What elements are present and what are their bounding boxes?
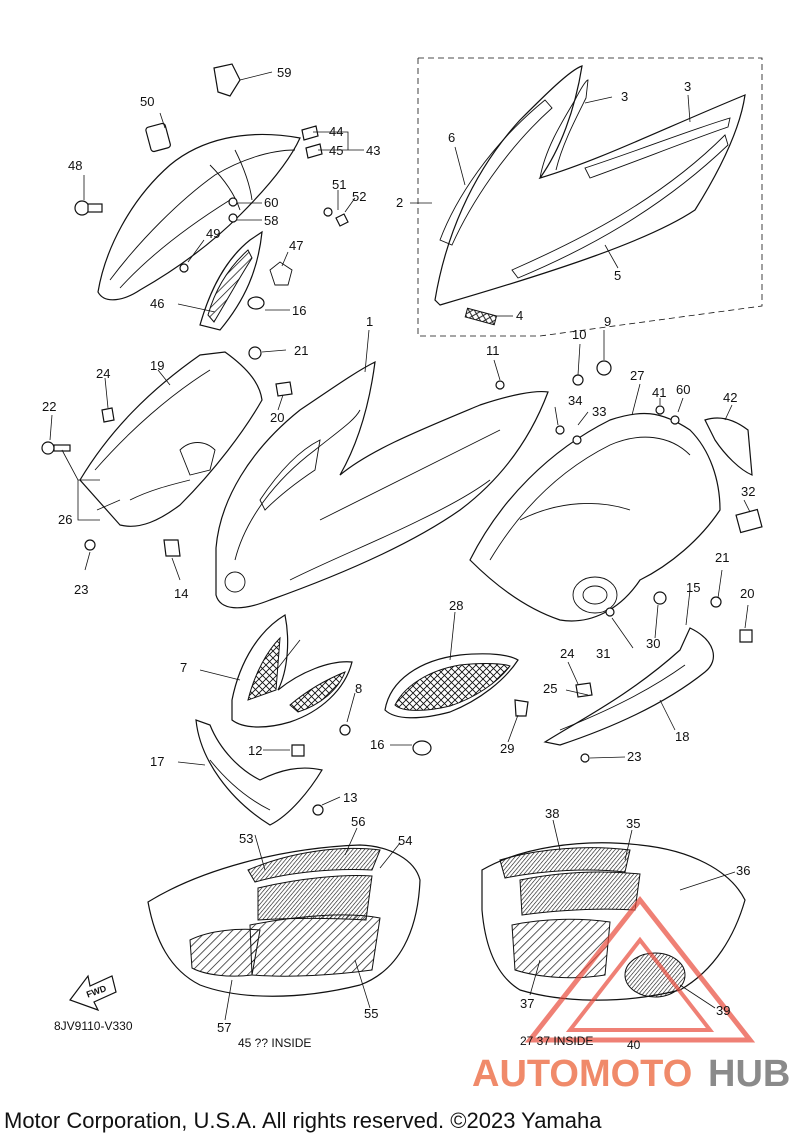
callout-20b: 20: [740, 586, 754, 601]
callout-13: 13: [343, 790, 357, 805]
callout-37: 37: [520, 996, 534, 1011]
callout-6: 6: [448, 130, 455, 145]
decal-panel-left: [147, 844, 421, 997]
watermark-hub: HUB: [708, 1053, 790, 1095]
callout-16b: 16: [370, 737, 384, 752]
callout-21b: 21: [715, 550, 729, 565]
main-body-cover: [215, 360, 549, 609]
rear-body-cover: [469, 360, 763, 622]
callout-60b: 60: [676, 382, 690, 397]
callout-35: 35: [626, 816, 640, 831]
callout-29: 29: [500, 741, 514, 756]
callout-19: 19: [150, 358, 164, 373]
callout-34: 34: [568, 393, 582, 408]
callout-26: 26: [58, 512, 72, 527]
callout-7: 7: [180, 660, 187, 675]
diagram-code: 8JV9110-V330: [54, 1019, 133, 1033]
inside-note-right-40: 40: [627, 1038, 641, 1052]
footer-copyright: Motor Corporation, U.S.A. All rights res…: [4, 1108, 602, 1133]
callout-45: 45: [329, 143, 343, 158]
callout-46: 46: [150, 296, 164, 311]
footer-strip: [0, 1108, 800, 1138]
watermark-auto: AUTOMOTO: [472, 1053, 692, 1095]
side-cover-left: [41, 346, 293, 557]
callout-16a: 16: [292, 303, 306, 318]
callout-14: 14: [174, 586, 188, 601]
callout-10: 10: [572, 327, 586, 342]
callout-17: 17: [150, 754, 164, 769]
callout-20a: 20: [270, 410, 284, 425]
callout-24a: 24: [96, 366, 110, 381]
watermark-logo: AUTOMOTO HUB: [472, 895, 790, 1095]
callout-59: 59: [277, 65, 291, 80]
callout-55: 55: [364, 1006, 378, 1021]
callout-36: 36: [736, 863, 750, 878]
callout-21a: 21: [294, 343, 308, 358]
callout-24b: 24: [560, 646, 574, 661]
callout-2: 2: [396, 195, 403, 210]
callout-56: 56: [351, 814, 365, 829]
callout-60a: 60: [264, 195, 278, 210]
front-cowl-assembly: [74, 63, 349, 331]
fwd-arrow-icon: FWD: [69, 974, 117, 1012]
callout-31: 31: [596, 646, 610, 661]
callout-4: 4: [516, 308, 523, 323]
callout-28: 28: [449, 598, 463, 613]
callout-12: 12: [248, 743, 262, 758]
callout-54: 54: [398, 833, 412, 848]
callout-1: 1: [366, 314, 373, 329]
callout-32: 32: [741, 484, 755, 499]
callout-27: 27: [630, 368, 644, 383]
callout-3a: 3: [621, 89, 628, 104]
lower-parts: [195, 596, 753, 826]
callout-11: 11: [486, 343, 500, 358]
callout-49: 49: [206, 226, 220, 241]
inside-note-left: 45 ?? INSIDE: [238, 1036, 311, 1050]
callout-57: 57: [217, 1020, 231, 1035]
callout-42: 42: [723, 390, 737, 405]
callout-9: 9: [604, 314, 611, 329]
callout-44: 44: [329, 124, 343, 139]
inside-note-right: 27 37 INSIDE: [520, 1034, 593, 1048]
callout-30: 30: [646, 636, 660, 651]
callout-18: 18: [675, 729, 689, 744]
callout-51: 51: [332, 177, 346, 192]
callout-33: 33: [592, 404, 606, 419]
callout-5: 5: [614, 268, 621, 283]
callout-48: 48: [68, 158, 82, 173]
callout-labels: 59 50 48 44 45 43 51 52 60 58 49 47 46 1…: [42, 65, 755, 1035]
callout-41: 41: [652, 385, 666, 400]
callout-53: 53: [239, 831, 253, 846]
callout-3b: 3: [684, 79, 691, 94]
callout-8: 8: [355, 681, 362, 696]
callout-58: 58: [264, 213, 278, 228]
callout-25: 25: [543, 681, 557, 696]
callout-43: 43: [366, 143, 380, 158]
callout-23b: 23: [627, 749, 641, 764]
leader-lines: [49, 71, 751, 1021]
callout-52: 52: [352, 189, 366, 204]
decal-panel-right: [481, 842, 746, 1001]
callout-50: 50: [140, 94, 154, 109]
callout-38: 38: [545, 806, 559, 821]
callout-23a: 23: [74, 582, 88, 597]
callout-39: 39: [716, 1003, 730, 1018]
callout-22: 22: [42, 399, 56, 414]
callout-15: 15: [686, 580, 700, 595]
callout-47: 47: [289, 238, 303, 253]
decal-inset-box: [417, 57, 763, 337]
